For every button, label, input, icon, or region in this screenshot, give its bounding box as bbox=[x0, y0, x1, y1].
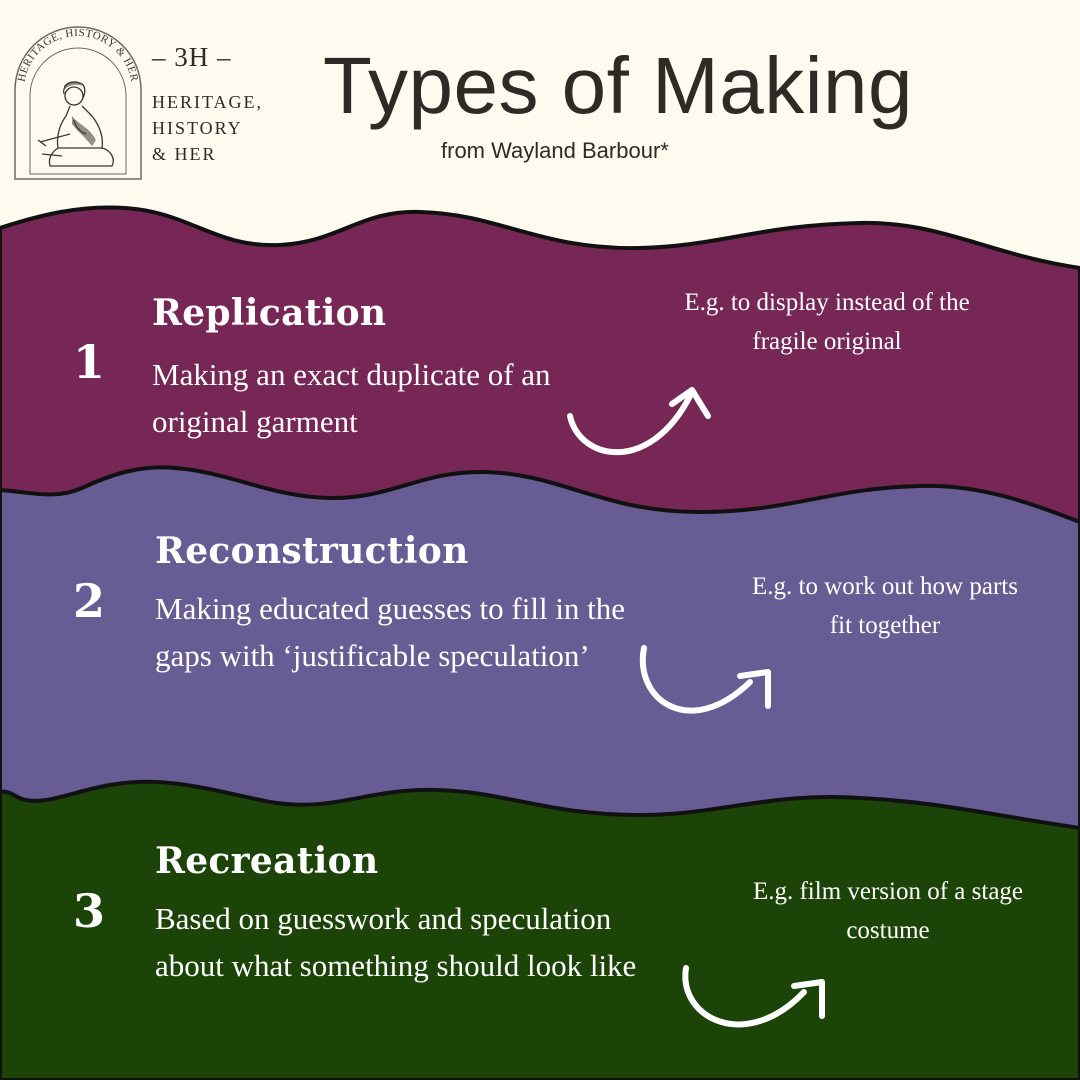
logo-line-her: & HER bbox=[152, 144, 217, 164]
curved-arrow-icon bbox=[639, 645, 771, 714]
page-title: Types of Making bbox=[323, 41, 913, 130]
logo-line-history: HISTORY bbox=[152, 118, 243, 138]
section-2-example: E.g. to work out how parts fit together bbox=[752, 573, 1018, 639]
section-1-description: Making an exact duplicate of an original… bbox=[152, 357, 551, 439]
curved-arrow-icon bbox=[682, 965, 825, 1028]
section-3-heading: Recreation bbox=[155, 840, 379, 882]
section-2-description: Making educated guesses to fill in the g… bbox=[155, 591, 626, 673]
section-3-number: 3 bbox=[73, 884, 106, 938]
section-1-heading: Replication bbox=[152, 292, 387, 334]
section-1-example: E.g. to display instead of the fragile o… bbox=[684, 289, 970, 355]
section-2-number: 2 bbox=[73, 574, 106, 628]
logo-wordmark: – 3H – HERITAGE, HISTORY & HER bbox=[152, 42, 263, 167]
band-recreation bbox=[0, 779, 1080, 1080]
section-3-description: Based on guesswork and speculation about… bbox=[155, 901, 637, 983]
logo-line-heritage: HERITAGE, bbox=[152, 92, 264, 112]
section-3-example: E.g. film version of a stage costume bbox=[752, 878, 1024, 944]
logo-3h-mark: – 3H – bbox=[152, 42, 232, 72]
section-2-heading: Reconstruction bbox=[155, 530, 469, 572]
curved-arrow-icon bbox=[567, 387, 711, 456]
logo-badge-icon: HERITAGE, HISTORY & HER bbox=[14, 26, 142, 180]
page-subtitle: from Wayland Barbour* bbox=[441, 138, 669, 163]
section-1-number: 1 bbox=[73, 335, 106, 389]
